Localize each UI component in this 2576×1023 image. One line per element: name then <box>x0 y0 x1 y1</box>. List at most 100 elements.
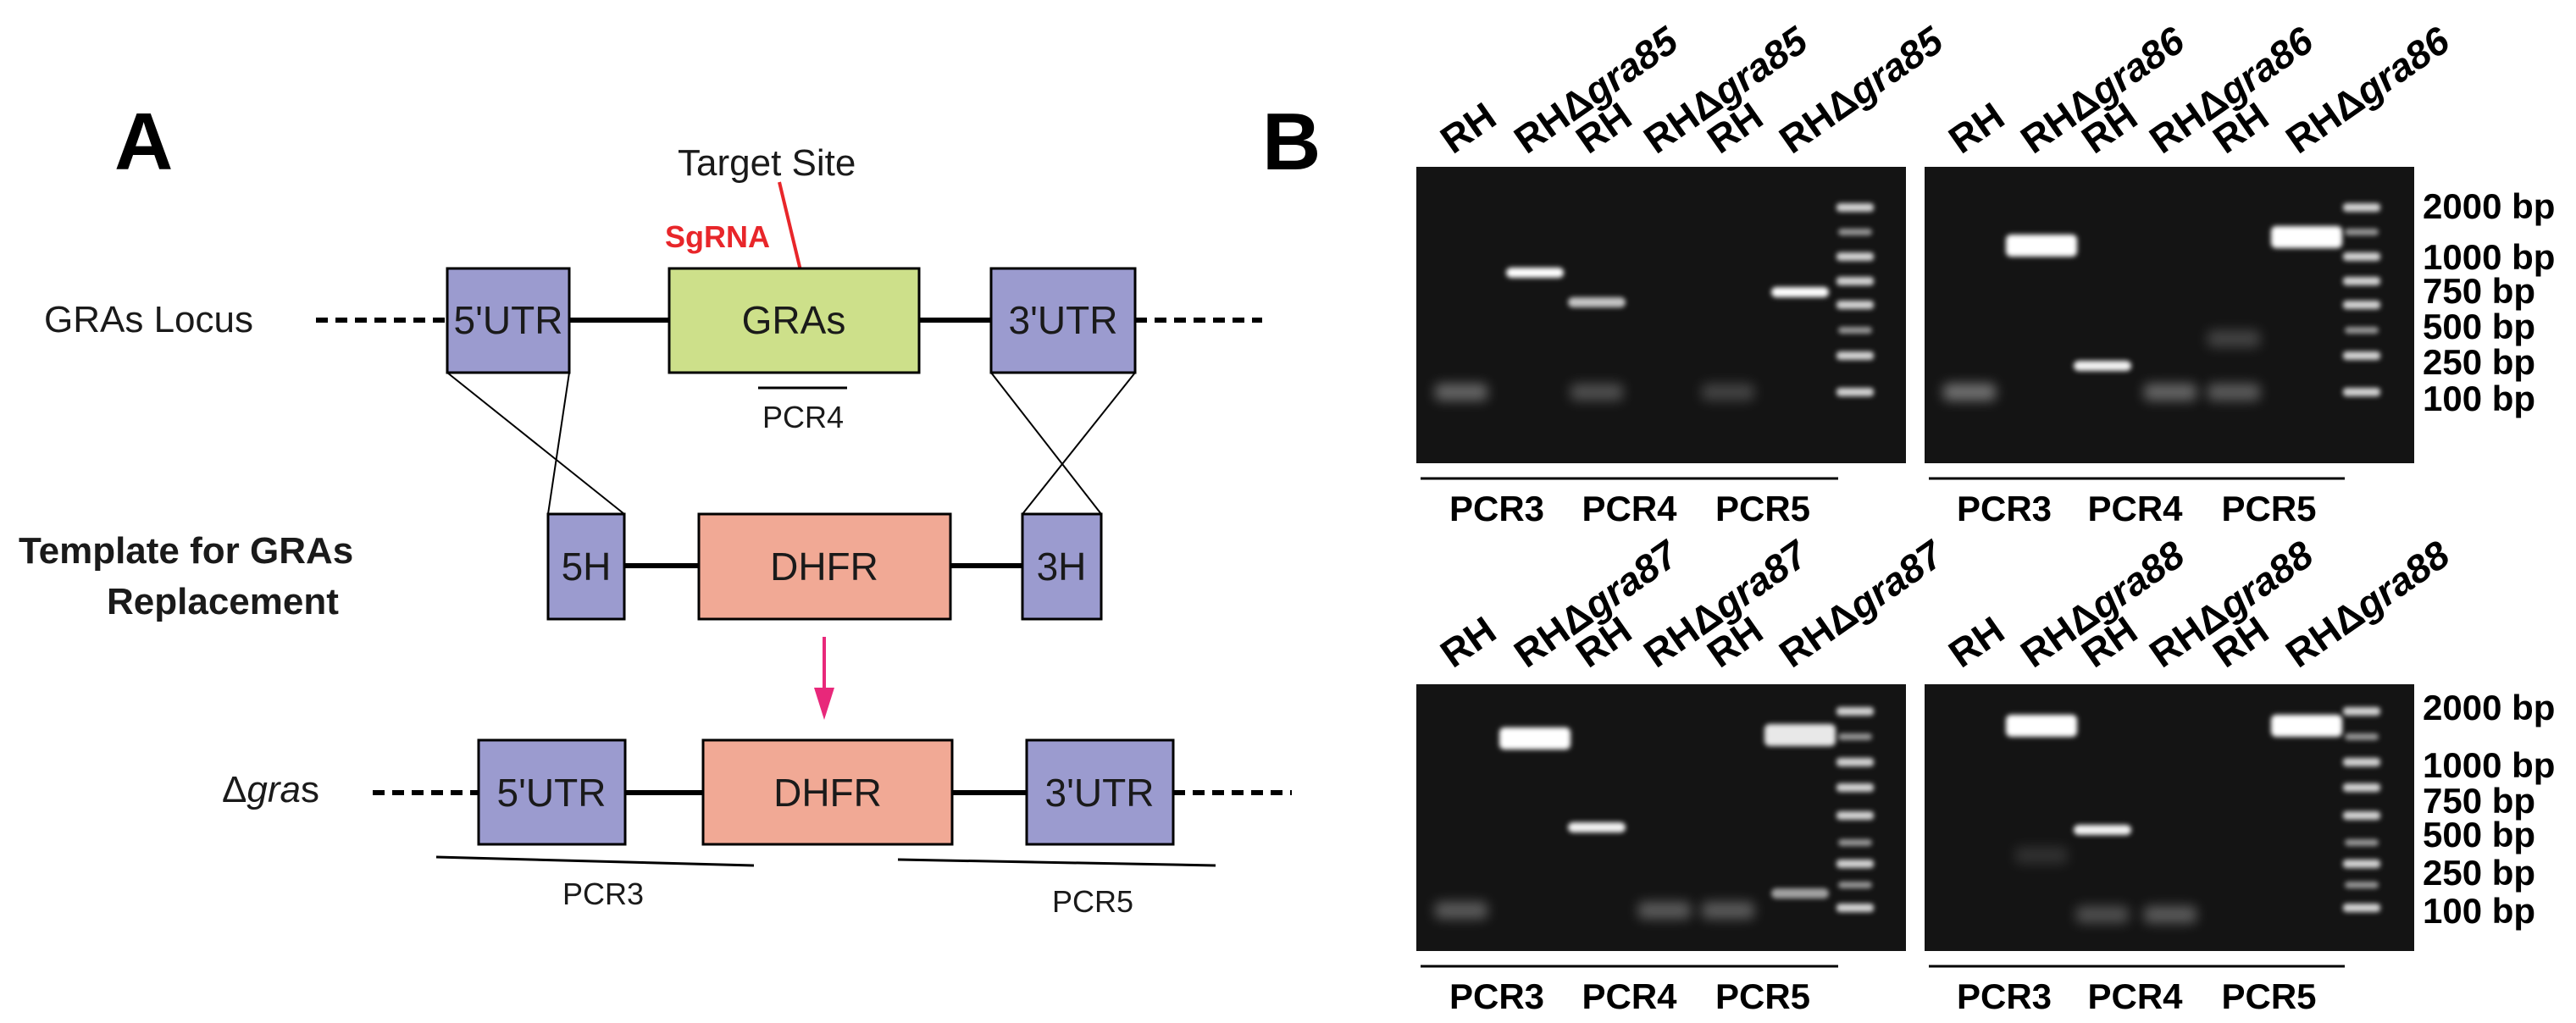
locus-3utr-box <box>989 267 1137 374</box>
gel-band <box>2144 906 2197 923</box>
ladder-band <box>1836 811 1874 820</box>
gel-band <box>2006 235 2077 257</box>
ladder-band <box>2345 733 2379 740</box>
locus-label: GRAs Locus <box>44 299 253 340</box>
locus-5utr-box <box>446 267 571 374</box>
pcr-label: PCR5 <box>1715 489 1810 528</box>
gel-band <box>2271 226 2342 248</box>
template-dhfr-label: DHFR <box>770 545 878 589</box>
panel-a-letter: A <box>114 97 173 187</box>
ladder-band <box>1836 904 1874 912</box>
ladder-band <box>2343 707 2380 716</box>
ladder-band <box>2343 277 2380 285</box>
bp-label: 250 bp <box>2423 342 2535 382</box>
ladder-band <box>2345 839 2379 846</box>
gel-band <box>1771 287 1829 297</box>
gel-band <box>1638 902 1691 919</box>
bp-label: 500 bp <box>2423 815 2535 854</box>
ladder-band <box>1836 203 1874 212</box>
bp-label: 2000 bp <box>2423 186 2555 226</box>
bp-label: 750 bp <box>2423 271 2535 311</box>
gel-band <box>1499 727 1571 749</box>
template-5h-label: 5H <box>562 545 612 589</box>
lane-label-rh: RH <box>1941 607 2012 676</box>
bp-label: 1000 bp <box>2423 745 2555 785</box>
pcr-label: PCR4 <box>1582 489 1677 528</box>
gel-band <box>1571 384 1623 401</box>
gel-band <box>2144 384 2197 401</box>
lane-label-rh: RH <box>1941 93 2012 162</box>
ladder-band <box>1838 839 1872 846</box>
locus-gras-box <box>668 267 921 374</box>
template-3h-label: 3H <box>1037 545 1087 589</box>
gel-band <box>2074 825 2131 835</box>
ladder-band <box>2345 882 2379 888</box>
template-5h-box <box>546 512 626 621</box>
pcr-label: PCR3 <box>1957 976 2052 1016</box>
ladder-band <box>1838 327 1872 334</box>
ladder-band <box>2343 904 2380 912</box>
template-dhfr-box <box>697 512 952 621</box>
ladder-band <box>2345 327 2379 334</box>
gel-image <box>1416 167 1906 463</box>
pcr-label: PCR5 <box>2221 489 2316 528</box>
mutant-label: Δgras <box>222 769 319 810</box>
ladder-band <box>2343 783 2380 792</box>
pcr5-label: PCR5 <box>1052 884 1133 919</box>
mutant-5utr-box <box>477 738 627 846</box>
pcr-label: PCR4 <box>2087 976 2183 1016</box>
bp-label: 750 bp <box>2423 781 2535 821</box>
pcr3-label: PCR3 <box>562 876 644 911</box>
panel-b-letter: B <box>1262 97 1321 187</box>
pcr-label: PCR3 <box>1449 489 1544 528</box>
ladder-band <box>2343 301 2380 309</box>
ladder-band <box>1838 882 1872 888</box>
ladder-band <box>1836 758 1874 766</box>
ladder-band <box>2343 203 2380 212</box>
ladder-band <box>2343 351 2380 360</box>
ladder-band <box>2343 758 2380 766</box>
pcr-label: PCR5 <box>2221 976 2316 1016</box>
pcr-label: PCR3 <box>1449 976 1544 1016</box>
gel-band <box>2015 847 2068 864</box>
gel-band <box>2076 906 2129 923</box>
locus-5utr-label: 5'UTR <box>454 298 563 342</box>
gel-band <box>1702 902 1754 919</box>
replacement-arrow <box>814 637 834 720</box>
pcr5-line <box>897 858 1216 867</box>
template-label-line1: Template for GRAs <box>19 530 353 572</box>
gel-band <box>1764 724 1836 746</box>
bp-label: 250 bp <box>2423 853 2535 893</box>
template-label-line2: Replacement <box>107 581 339 622</box>
pcr3-line <box>435 855 755 867</box>
sgrna-label: SgRNA <box>665 219 770 254</box>
gel-band <box>2006 715 2077 737</box>
ladder-band <box>1836 783 1874 792</box>
mutant-3utr-label: 3'UTR <box>1045 771 1155 815</box>
bp-label: 2000 bp <box>2423 688 2555 727</box>
lane-label-rh: RH <box>1432 93 1504 162</box>
crossover-lines <box>446 372 1136 515</box>
pcr-label: PCR4 <box>2087 489 2183 528</box>
ladder-band <box>1836 301 1874 309</box>
gel-band <box>2271 715 2342 737</box>
ladder-band <box>1836 277 1874 285</box>
bp-label: 100 bp <box>2423 891 2535 931</box>
gel-image <box>1925 167 2414 463</box>
ladder-band <box>1836 252 1874 261</box>
gel-band <box>1506 268 1564 278</box>
gel-band <box>1702 384 1754 401</box>
pcr-label: PCR4 <box>1582 976 1677 1016</box>
pcr-label: PCR5 <box>1715 976 1810 1016</box>
mutant-5utr-label: 5'UTR <box>497 771 607 815</box>
ladder-band <box>1836 707 1874 716</box>
lane-label-rh: RH <box>1432 607 1504 676</box>
gel-band <box>1435 902 1487 919</box>
gel-band <box>2208 330 2260 347</box>
mutant-3utr-box <box>1025 738 1175 846</box>
bp-label: 500 bp <box>2423 307 2535 346</box>
pcr4-label: PCR4 <box>762 400 844 434</box>
